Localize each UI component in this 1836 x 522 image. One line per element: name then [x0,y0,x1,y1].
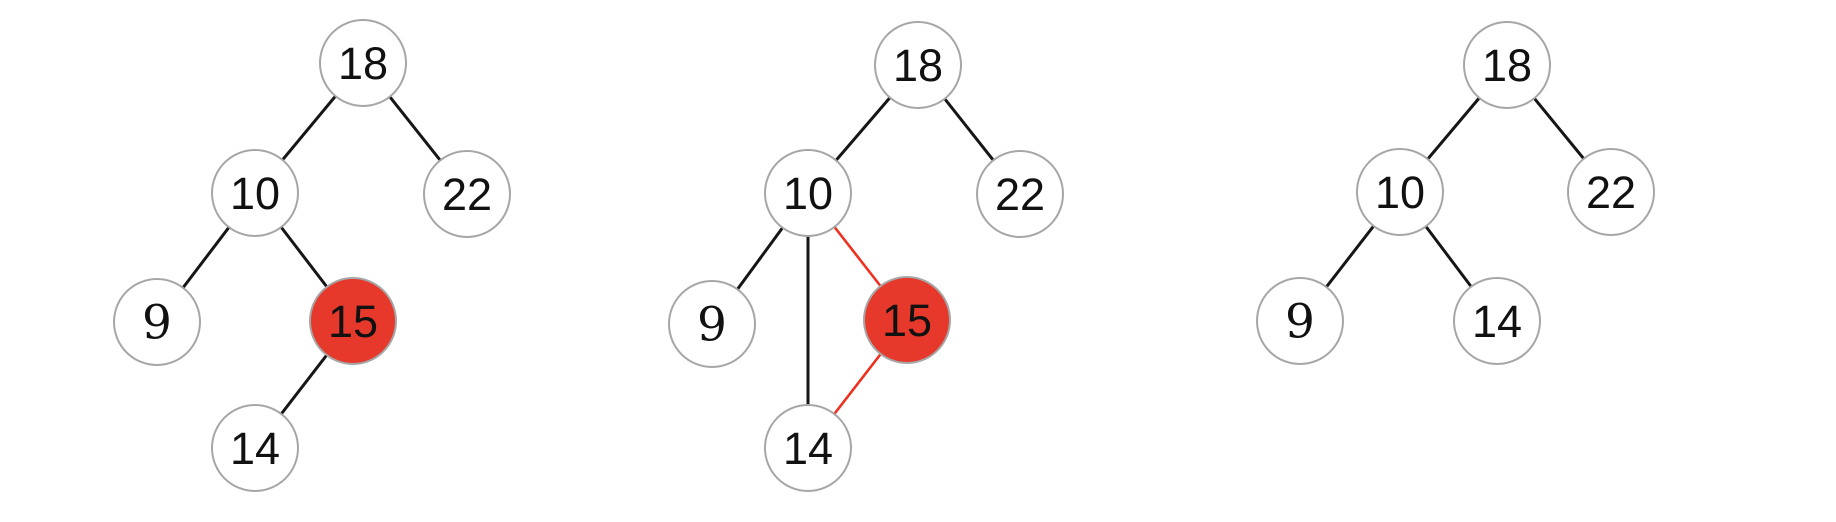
node-circle [113,278,201,366]
node-14: 14 [764,404,852,492]
node-22: 22 [1567,148,1655,236]
node-9: 9 [668,280,756,368]
node-circle [764,404,852,492]
node-label: 18 [338,38,388,89]
node-label: 10 [1375,167,1425,218]
node-label: 22 [442,169,492,220]
node-label: 18 [1482,40,1532,91]
node-label: 14 [230,423,280,474]
node-circle [1256,277,1344,365]
node-18: 18 [319,19,407,107]
node-18: 18 [874,21,962,109]
node-circle [211,149,299,237]
node-circle [764,149,852,237]
node-15-highlighted: 15 [309,277,397,365]
node-circle-highlighted [863,276,951,364]
node-10: 10 [1356,148,1444,236]
node-label: 14 [1472,296,1522,347]
node-14: 14 [211,404,299,492]
node-label: 9 [697,297,727,352]
node-14: 14 [1453,277,1541,365]
node-label: 14 [783,423,833,474]
node-label: 22 [1586,167,1636,218]
node-15-highlighted: 15 [863,276,951,364]
node-circle [874,21,962,109]
node-9: 9 [113,278,201,366]
node-10: 10 [211,149,299,237]
node-label: 15 [328,296,378,347]
node-label: 9 [142,295,172,350]
node-circle [1356,148,1444,236]
node-18: 18 [1463,21,1551,109]
node-label: 15 [882,295,932,346]
tree-step-3: 18 10 22 9 14 [1256,21,1655,365]
node-label: 10 [230,168,280,219]
node-22: 22 [423,150,511,238]
node-22: 22 [976,150,1064,238]
node-circle [211,404,299,492]
node-label: 18 [893,40,943,91]
node-circle [319,19,407,107]
node-9: 9 [1256,277,1344,365]
node-label: 22 [995,169,1045,220]
node-circle [668,280,756,368]
node-label: 9 [1285,294,1315,349]
tree-step-1: 18 10 22 9 15 14 [113,19,511,492]
node-circle [1463,21,1551,109]
node-circle [1567,148,1655,236]
node-circle [1453,277,1541,365]
node-circle-highlighted [309,277,397,365]
node-10: 10 [764,149,852,237]
node-circle [423,150,511,238]
tree-step-2: 18 10 22 9 15 14 [668,21,1064,492]
node-circle [976,150,1064,238]
node-label: 10 [783,168,833,219]
